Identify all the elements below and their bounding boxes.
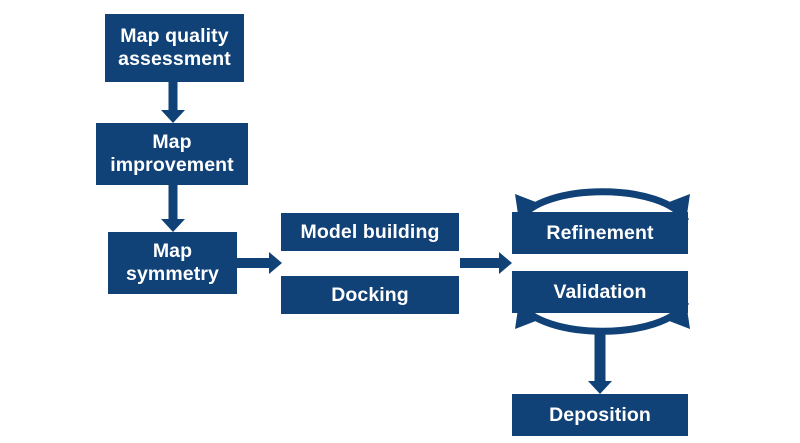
arrow-stem (168, 185, 178, 219)
arrow-stem (168, 82, 178, 110)
arrow-symmetry-to-building (237, 252, 282, 274)
arrow-improvement-to-symmetry (161, 185, 185, 232)
node-refinement[interactable]: Refinement (512, 212, 688, 254)
arrow-cycle-to-deposition (588, 330, 612, 394)
node-model-building[interactable]: Model building (281, 213, 459, 251)
arrow-head-right-icon (269, 252, 282, 274)
node-map-quality-assessment[interactable]: Map quality assessment (105, 14, 244, 82)
node-map-symmetry[interactable]: Map symmetry (108, 232, 237, 294)
node-validation[interactable]: Validation (512, 271, 688, 313)
arrow-head-down-icon (161, 110, 185, 123)
arrow-head-down-icon (588, 381, 612, 394)
arrow-head-down-icon (161, 219, 185, 232)
node-deposition[interactable]: Deposition (512, 394, 688, 436)
refinement-validation-cycle-icon (515, 188, 690, 335)
arrow-stem (594, 330, 606, 381)
node-docking[interactable]: Docking (281, 276, 459, 314)
arrow-stem (237, 258, 270, 268)
arrow-stem (460, 258, 500, 268)
arrow-quality-to-improvement (161, 82, 185, 123)
node-map-improvement[interactable]: Map improvement (96, 123, 248, 185)
arrow-head-right-icon (499, 252, 512, 274)
arrow-building-to-refinement (460, 252, 512, 274)
